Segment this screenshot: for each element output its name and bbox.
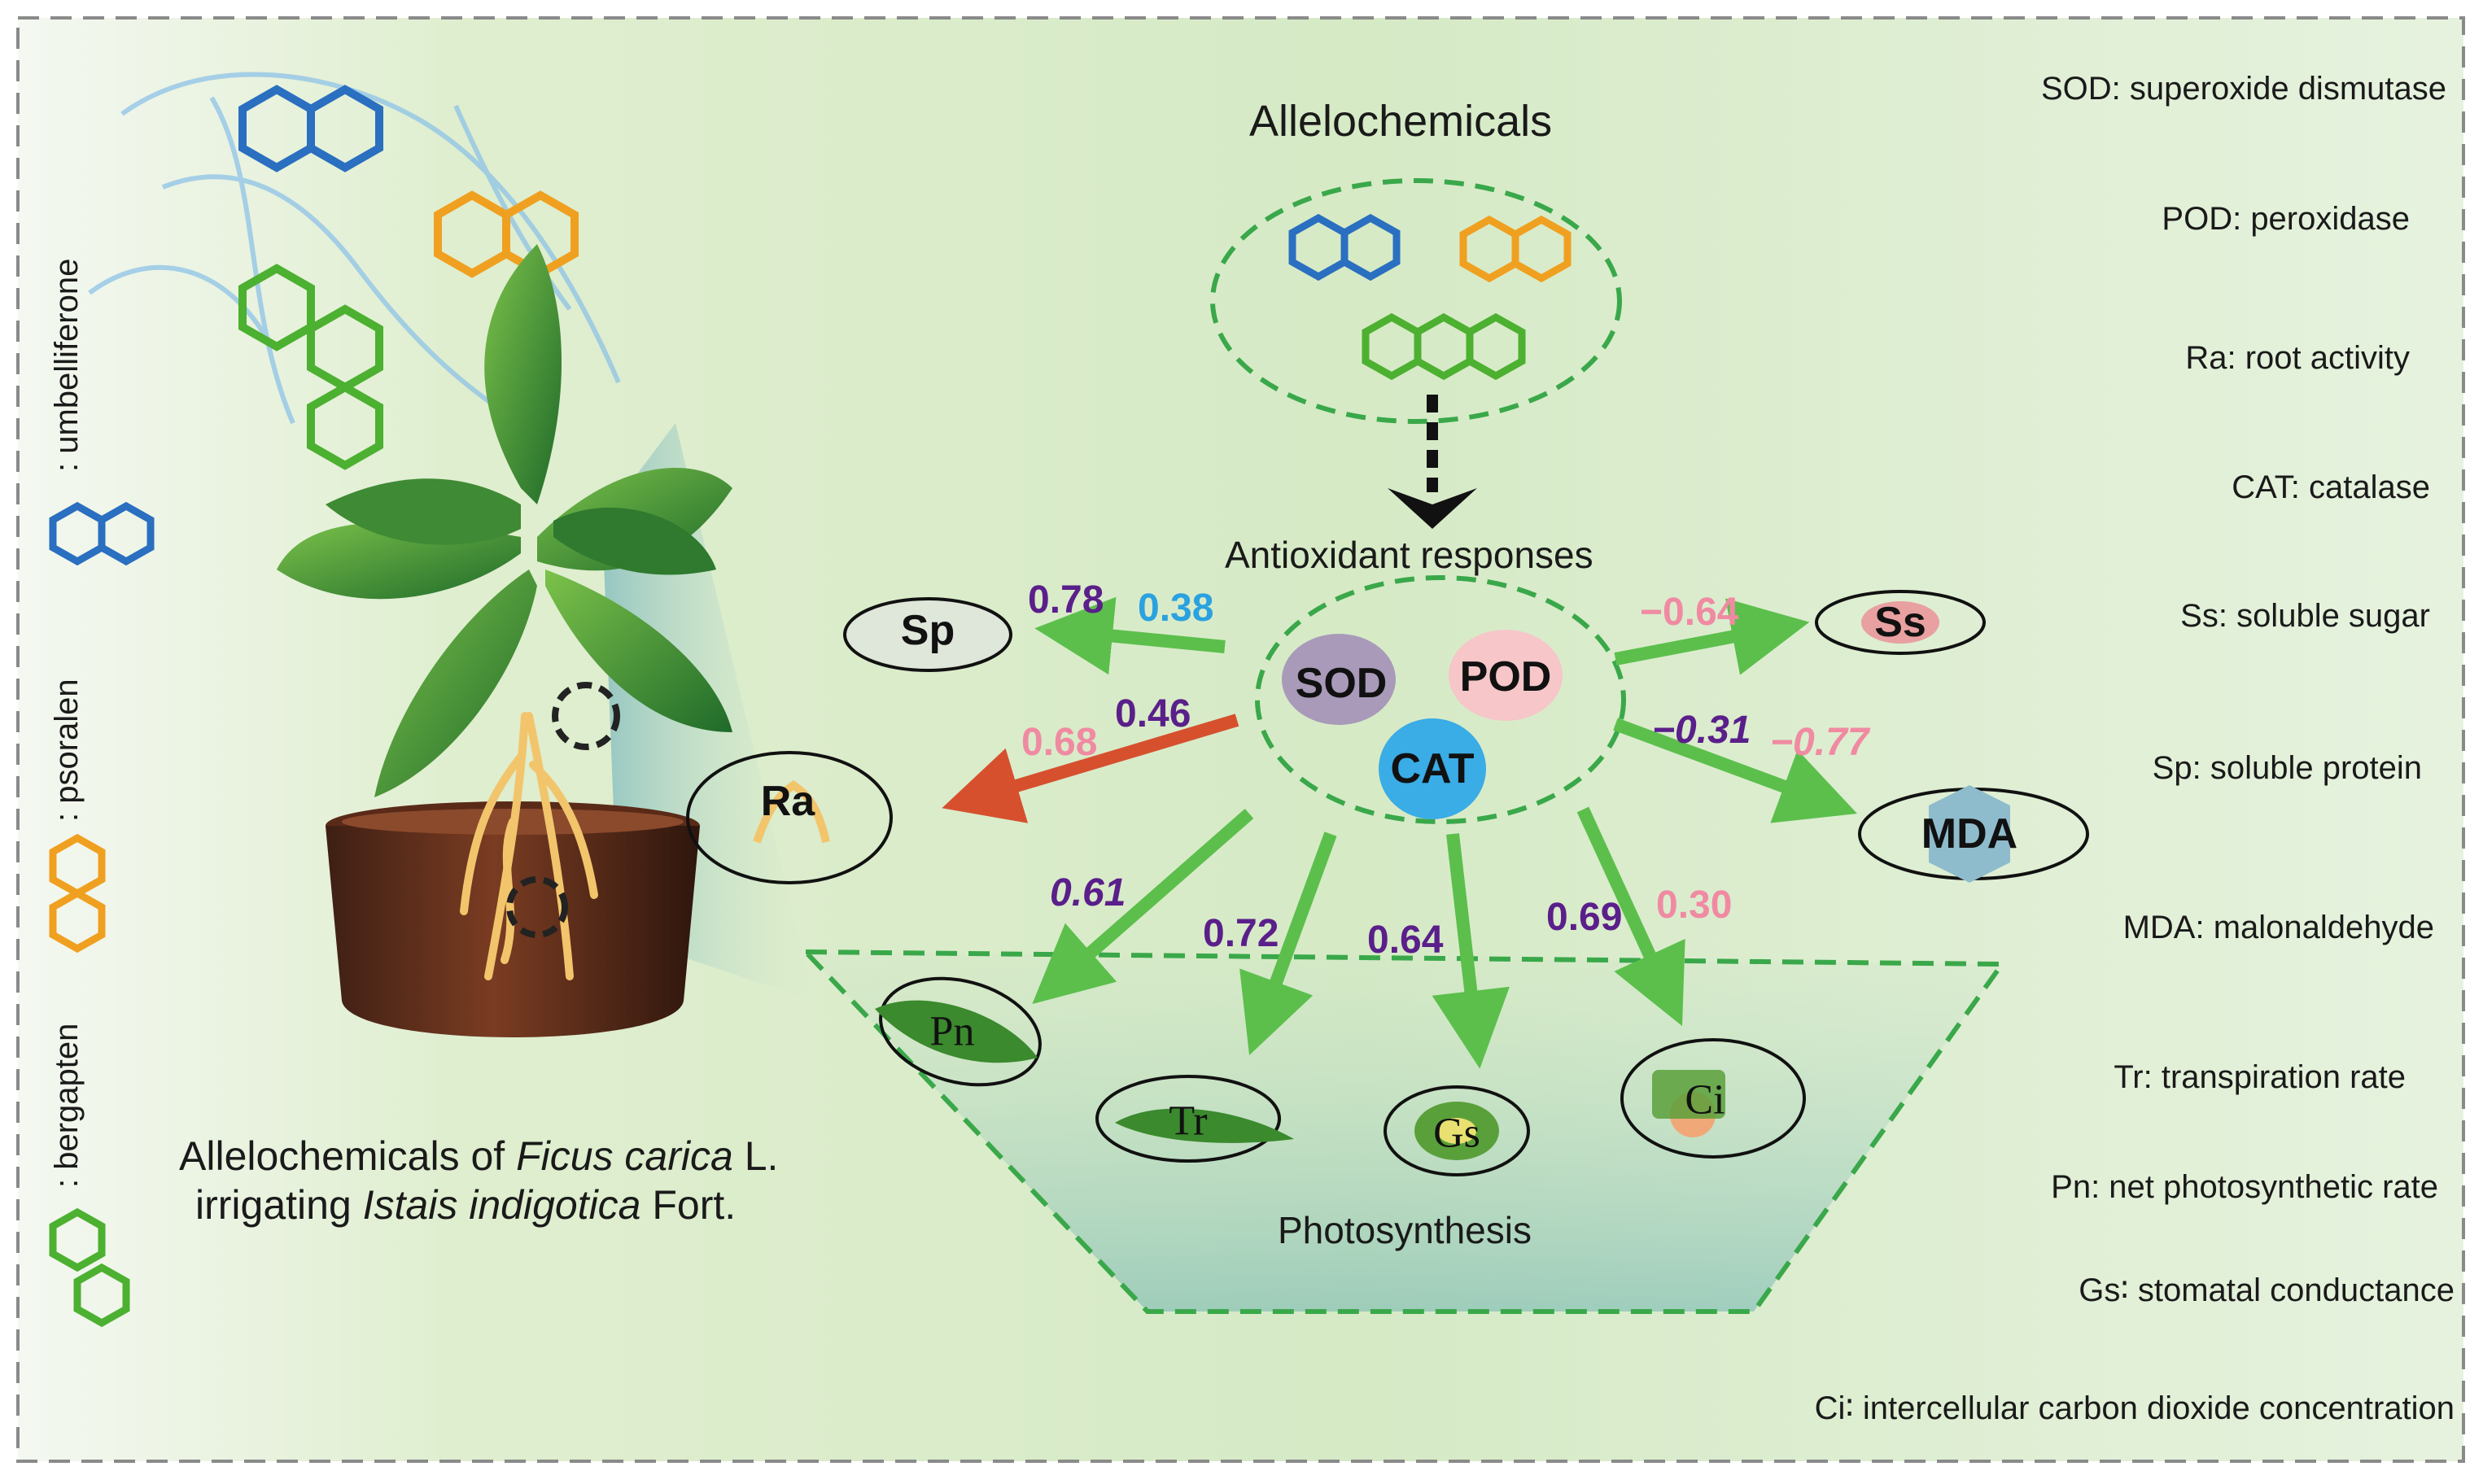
pod-blob (1449, 630, 1563, 721)
arrow-to-ci (1576, 806, 1685, 1027)
arrow-to-pn (1032, 808, 1254, 1004)
molecule-umbelliferone-splash (238, 85, 383, 172)
allelochemicals-title: Allelochemicals (1249, 97, 1553, 146)
dashed-frame (16, 16, 2465, 1463)
plant-leaves (277, 244, 732, 797)
legend-molecule-bergapten (49, 1207, 130, 1328)
caption-line2-suffix: Fort. (640, 1182, 737, 1228)
legend-molecule-psoralen (49, 833, 106, 954)
caption-species-ficus: Ficus carica (516, 1133, 733, 1179)
arrow-to-sp (1034, 596, 1226, 675)
node-sod: SOD (1295, 660, 1388, 707)
node-gs: Gs (1433, 1110, 1480, 1157)
caption-line-1: Allelochemicals of Ficus carica L. (179, 1131, 778, 1181)
legend-gs: Gs∶ stomatal conductance (2079, 1272, 2455, 1308)
ss-blob (1861, 601, 1939, 644)
node-mda: MDA (1921, 810, 2018, 858)
arrow-to-ss (1614, 598, 1810, 675)
legend-sp: Sp: soluble protein (2152, 750, 2422, 786)
legend-ss: Ss: soluble sugar (2180, 598, 2430, 634)
gs-pore-icon (1437, 1118, 1476, 1144)
legend-ci: Ci∶ intercellular carbon dioxide concent… (1814, 1390, 2455, 1426)
antioxidant-ellipse (1255, 575, 1626, 824)
coef-sp-2: 0.38 (1138, 587, 1214, 630)
node-pod: POD (1459, 653, 1552, 701)
highlight-leaf-circle (552, 682, 620, 750)
plant-roots (460, 712, 598, 980)
coef-sp-1: 0.78 (1028, 578, 1104, 622)
coef-tr: 0.72 (1203, 912, 1279, 955)
node-sp: Sp (900, 607, 955, 654)
node-tr: Tr (1169, 1098, 1208, 1145)
node-ss: Ss (1874, 599, 1926, 646)
node-cat: CAT (1390, 745, 1475, 792)
pn-leaf-icon (875, 1000, 1038, 1063)
legend-cat: CAT: catalase (2232, 469, 2430, 505)
coef-gs: 0.64 (1367, 919, 1444, 962)
caption-line1-prefix: Allelochemicals of (179, 1133, 517, 1179)
node-pn: Pn (929, 1008, 975, 1055)
ci-node-ellipse (1620, 1038, 1806, 1159)
allelochemicals-ellipse (1210, 178, 1622, 424)
compound-label-bergapten: : bergapten (49, 1023, 85, 1188)
coef-ci-1: 0.69 (1546, 896, 1623, 939)
molecule-bergapten-splash (238, 264, 383, 470)
arrow-to-tr (1239, 831, 1337, 1056)
coef-ci-2: 0.30 (1656, 884, 1733, 927)
ra-node-ellipse (686, 751, 893, 884)
legend-pn: Pn: net photosynthetic rate (2051, 1169, 2438, 1205)
legend-ra: Ra: root activity (2185, 340, 2410, 376)
photosynthesis-trapezoid (799, 949, 2007, 1314)
dashed-arrow-head (1388, 488, 1477, 529)
legend-tr: Tr: transpiration rate (2114, 1059, 2406, 1095)
molecule-umbelliferone (1288, 213, 1401, 282)
coef-pn: 0.61 (1050, 871, 1126, 914)
molecule-psoralen (1459, 215, 1572, 283)
ra-root-icon (753, 779, 830, 844)
coef-mda-1: −0.31 (1652, 709, 1751, 752)
caption-line2-prefix: irrigating (195, 1182, 363, 1228)
compound-label-umbelliferone: : umbelliferone (49, 258, 85, 472)
ss-node-ellipse (1815, 590, 1986, 655)
node-ra: Ra (760, 778, 815, 825)
sod-blob (1282, 634, 1396, 725)
compound-label-psoralen: : psoralen (49, 679, 85, 822)
highlight-root-circle (506, 876, 568, 938)
tr-node-ellipse (1095, 1075, 1281, 1163)
coef-ss: −0.64 (1640, 591, 1739, 634)
tr-leaf-icon (1115, 1108, 1294, 1143)
coef-ra-2: 0.46 (1115, 692, 1191, 735)
arrow-to-gs (1432, 833, 1510, 1069)
node-ci: Ci (1685, 1076, 1725, 1124)
caption-species-istais: Istais indigotica (362, 1182, 641, 1228)
coef-ra-1: 0.68 (1021, 721, 1098, 764)
photosynthesis-label: Photosynthesis (1278, 1209, 1532, 1251)
sp-node-ellipse (843, 597, 1012, 672)
legend-pod: POD: peroxidase (2162, 201, 2410, 237)
coef-mda-2: −0.77 (1770, 721, 1869, 764)
legend-sod: SOD: superoxide dismutase (2040, 71, 2446, 107)
gs-node-ellipse (1384, 1085, 1530, 1176)
arrow-to-ra (942, 714, 1239, 823)
molecule-bergapten (1362, 312, 1526, 381)
cat-blob (1379, 718, 1486, 819)
antioxidant-responses-label: Antioxidant responses (1225, 534, 1593, 576)
legend-molecule-umbelliferone (49, 501, 155, 566)
caption-line-2: irrigating Istais indigotica Fort. (195, 1180, 736, 1230)
mda-crystal-icon (1929, 785, 2010, 883)
ci-chloroplast-icon (1652, 1070, 1725, 1119)
legend-mda: MDA: malonaldehyde (2122, 910, 2434, 945)
caption-line1-suffix: L. (732, 1133, 779, 1179)
arrow-to-mda (1613, 718, 1858, 823)
